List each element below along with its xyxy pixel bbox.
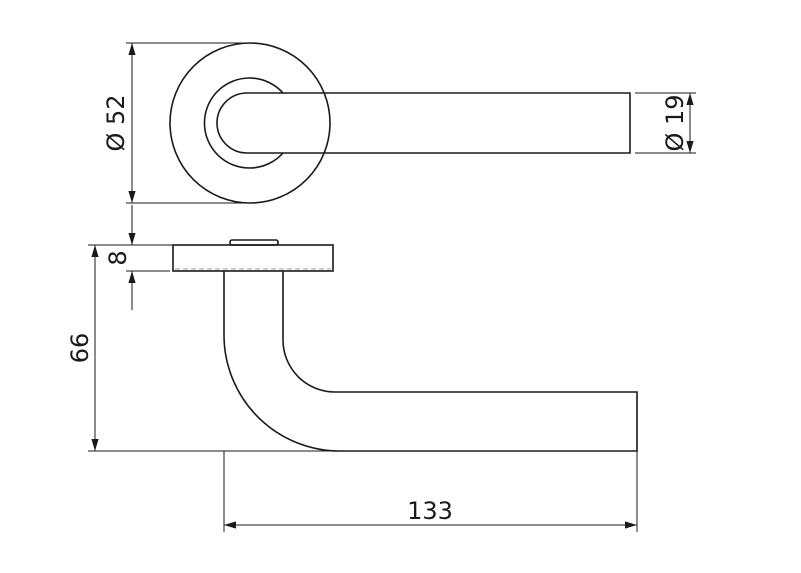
lever-length-label: 133 <box>407 497 453 525</box>
dimension-rose-thickness: 8 <box>104 205 170 310</box>
rose-diameter-label: Ø 52 <box>102 94 130 151</box>
lever-top <box>216 92 631 154</box>
dimension-lever-length: 133 <box>223 451 638 532</box>
top-view <box>169 42 631 204</box>
lever-height-label: 66 <box>66 333 94 364</box>
dimension-rose-diameter: Ø 52 <box>102 42 250 204</box>
lever-diameter-label: Ø 19 <box>661 94 689 151</box>
rose-inner-ring <box>203 77 284 169</box>
dimension-lever-height: 66 <box>66 244 340 452</box>
rose-spindle-cap <box>229 239 279 246</box>
rose-thickness-label: 8 <box>104 250 132 265</box>
rose-plate <box>172 244 334 272</box>
lever-side <box>223 271 638 452</box>
dimension-lever-diameter: Ø 19 <box>635 92 696 154</box>
rose-outline <box>169 42 331 204</box>
side-view <box>172 239 638 452</box>
